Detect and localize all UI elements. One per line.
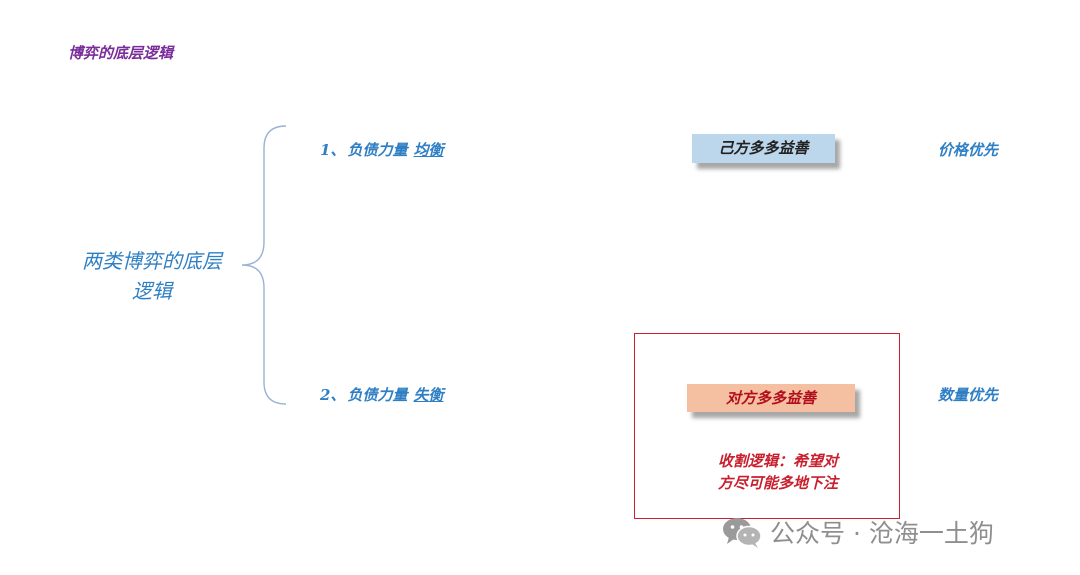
opponent-side-box: 对方多多益善 [687, 384, 855, 412]
harvest-note: 收割逻辑：希望对 方尽可能多地下注 [690, 450, 866, 494]
center-label-line1: 两类博弈的底层 [82, 249, 222, 273]
wechat-icon [723, 518, 762, 548]
curly-brace [241, 125, 287, 405]
watermark-text: 公众号 · 沧海一土狗 [770, 519, 994, 548]
center-label-line2: 逻辑 [132, 279, 172, 303]
price-priority-label: 价格优先 [938, 141, 999, 159]
center-label: 两类博弈的底层 逻辑 [62, 246, 242, 306]
branch-text: 负债力量 [347, 141, 408, 159]
quantity-priority-label: 数量优先 [938, 386, 999, 404]
watermark: 公众号 · 沧海一土狗 [722, 512, 994, 552]
branch-imbalanced: 2、负债力量失衡 [320, 384, 443, 405]
balanced-link[interactable]: 均衡 [413, 141, 444, 159]
branch-balanced: 1、负债力量均衡 [320, 139, 443, 160]
harvest-frame [634, 333, 900, 519]
branch-text: 负债力量 [347, 386, 408, 404]
harvest-note-line1: 收割逻辑：希望对 [717, 452, 838, 470]
branch-number: 2、 [320, 386, 346, 404]
imbalanced-link[interactable]: 失衡 [413, 386, 444, 404]
page-title: 博弈的底层逻辑 [68, 44, 174, 62]
branch-number: 1、 [320, 141, 346, 159]
harvest-note-line2: 方尽可能多地下注 [717, 474, 838, 492]
own-side-box: 己方多多益善 [692, 134, 835, 163]
